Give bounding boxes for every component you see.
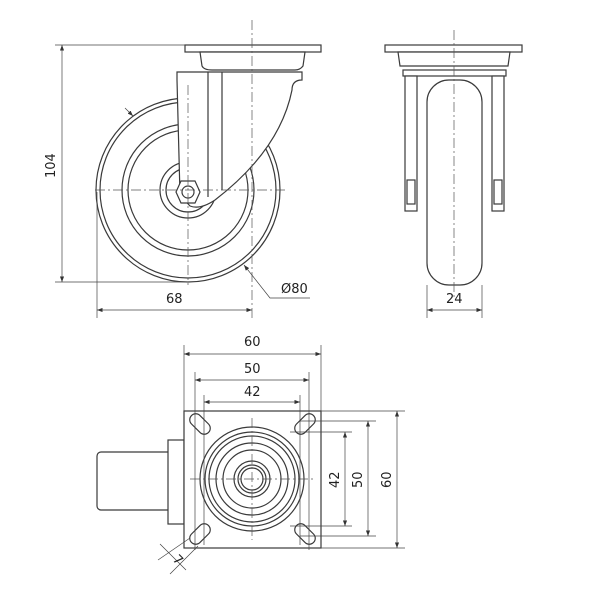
bolt-left [406, 179, 416, 205]
wheel-side [426, 79, 483, 286]
fork [176, 71, 303, 208]
dim-hole-spacing-outer: 50 [244, 362, 261, 377]
dim-slot-width: 7 [169, 552, 185, 568]
dim-hole-spacing-inner: 42 [244, 385, 261, 400]
dim-total-height: 104 [44, 153, 59, 178]
axle-nut [175, 180, 201, 204]
wheel-top [96, 451, 173, 511]
mounting-plate [184, 44, 322, 71]
dim-offset: 68 [166, 292, 183, 307]
dim-hole-spacing-outer-v: 50 [351, 471, 366, 488]
dim-plate-height: 60 [380, 471, 395, 488]
dim-plate-width: 60 [244, 335, 261, 350]
front-view: 104 68 Ø80 [44, 20, 322, 318]
bolt-right [493, 179, 503, 205]
top-view: 60 50 42 60 50 42 7 [96, 335, 405, 575]
dim-wheel-diameter: Ø80 [281, 282, 308, 297]
dim-wheel-width: 24 [446, 292, 463, 307]
side-view: 24 [384, 30, 523, 318]
dim-hole-spacing-inner-v: 42 [328, 471, 343, 488]
